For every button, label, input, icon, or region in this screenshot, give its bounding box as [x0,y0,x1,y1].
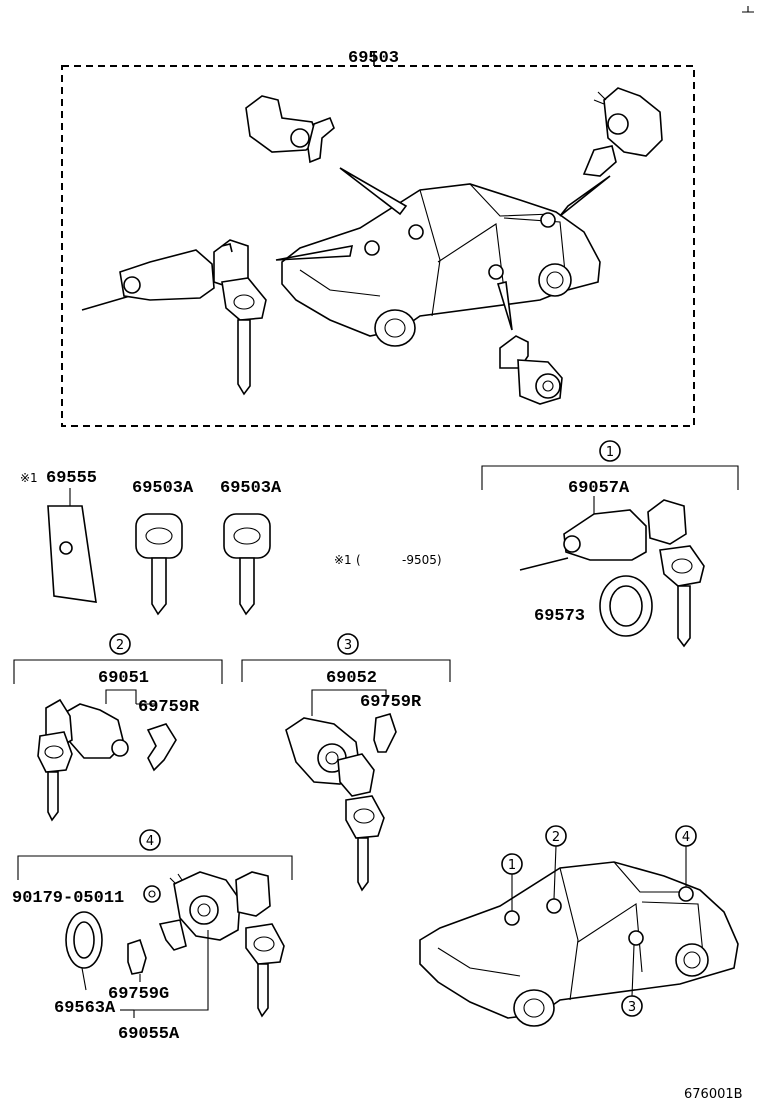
group-2-badge [109,633,131,655]
corner-mark [742,6,754,13]
group-1-number: 1 [606,445,614,460]
group-1-badge [599,440,621,462]
trunk-lock-69055a [158,871,285,1018]
clip-69759r-a [146,723,177,772]
label-90179-05011: 90179-05011 [12,889,124,908]
group-4-bracket [17,855,293,880]
group-4-leaders [133,930,209,1018]
group-4-badge [139,829,161,851]
locator-number-4: 4 [682,830,690,845]
label-69563a: 69563A [54,999,116,1018]
figure-code: 676001B [684,1087,743,1102]
car-illustration-top [281,183,601,347]
group-3-leaders [311,689,387,716]
pointer-arrows [275,167,611,331]
door-lock-69052 [285,717,385,892]
key-pouch-69555 [47,488,97,603]
label-69573: 69573 [534,607,585,626]
locator-number-1: 1 [508,858,516,873]
mark-69555: ※1 [20,471,38,485]
door-lock-cylinder-top-left [245,95,335,164]
ring-69573 [599,575,653,637]
locator-badge-2 [545,825,567,847]
clip-69759g [127,938,147,982]
ignition-cylinder-top [81,239,267,396]
car-illustration-locator [419,845,739,1027]
label-69055a: 69055A [118,1025,180,1044]
label-69759g: 69759G [108,985,169,1004]
group-1-bracket [481,465,739,490]
trunk-lock-cylinder-top [499,335,563,405]
label-69759r-b: 69759R [360,693,422,712]
group-3-bracket [241,659,451,682]
locator-number-3: 3 [628,1000,636,1015]
master-key-69503a-1 [135,513,183,616]
locator-badge-3 [621,995,643,1017]
label-69503a-1: 69503A [132,479,194,498]
group-2-bracket [13,659,223,684]
label-69503a-2: 69503A [220,479,282,498]
nut-90179-05011 [143,885,161,903]
master-key-69503a-2 [223,513,271,616]
group-3-number: 3 [344,638,352,653]
door-lock-69051 [37,698,129,822]
note-mark: ※1 [334,553,352,567]
ring-69563a [65,911,103,991]
label-69555: 69555 [46,469,97,488]
locator-number-2: 2 [552,830,560,845]
note-paren: ( [356,553,361,567]
group-3-badge [337,633,359,655]
lock-cylinder-top-right [582,87,663,177]
group-2-leaders [105,689,156,705]
locator-badge-1 [501,853,523,875]
label-69051: 69051 [98,669,149,688]
locator-badge-4 [675,825,697,847]
label-69052: 69052 [326,669,377,688]
group-2-number: 2 [116,638,124,653]
clip-69759r-b [373,713,397,753]
assembly-dashed-frame [61,65,695,427]
group-4-number: 4 [146,834,154,849]
note-range: -9505) [402,553,442,567]
label-69759r-a: 69759R [138,698,200,717]
label-69057a: 69057A [568,479,630,498]
ignition-cylinder-69057a [519,496,705,648]
